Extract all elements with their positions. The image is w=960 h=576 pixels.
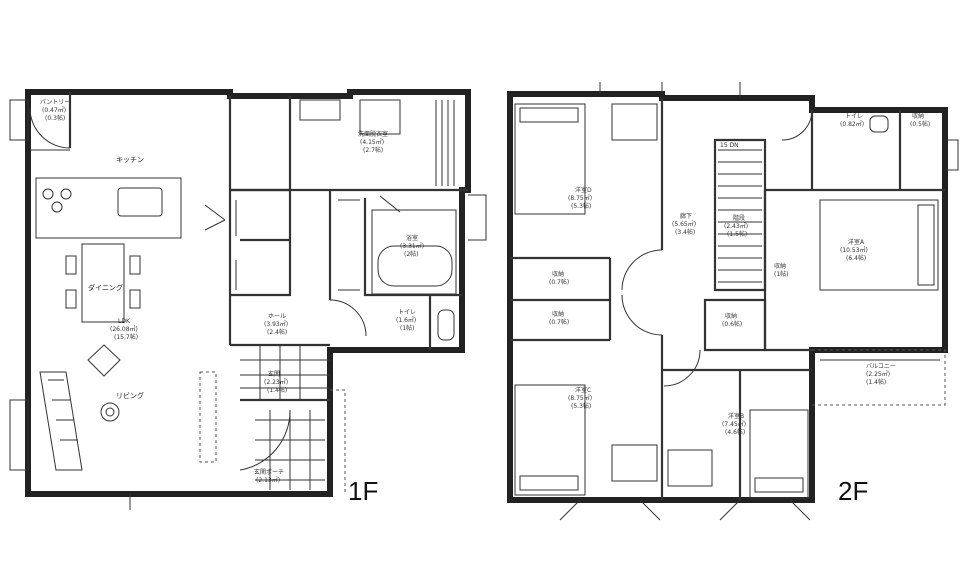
bed [514, 384, 586, 496]
balcony-label: バルコニー [866, 363, 896, 370]
hall-tatami: (2.4帖) [267, 328, 287, 336]
washroom-label: 洗面脱衣室 [358, 130, 388, 138]
first-floor-outer-wall [25, 89, 471, 497]
dining-table [81, 243, 125, 323]
toilet-area: (1.6㎡) [396, 316, 416, 324]
rug [100, 402, 120, 422]
bath-label: 浴室 [406, 234, 418, 242]
entrance-floor [240, 345, 330, 400]
pantry-area: (0.47㎡) [42, 106, 66, 114]
toilet2-area: (0.82㎡) [840, 120, 864, 128]
balcony-outline [812, 349, 946, 406]
balcony-area: (2.25㎡) [866, 370, 890, 378]
entrance-tatami: (1.4帖) [267, 386, 287, 394]
stove-burner [51, 201, 63, 213]
stairs-steps: 15 DN [720, 142, 739, 149]
pantry-tatami: (0.3帖) [45, 114, 65, 122]
entrance-label: 玄関 [268, 370, 280, 378]
closet-d-area: (0.7帖) [549, 278, 569, 286]
western-b-tatami: (4.6帖) [725, 428, 745, 436]
kitchen-label: キッチン [116, 156, 144, 164]
balcony-tatami: (1.4帖) [866, 378, 886, 386]
tv-board [199, 371, 217, 463]
toilet-bowl [437, 309, 455, 341]
coffee-table [87, 344, 121, 377]
interior-wall [230, 188, 292, 297]
stove-burner [60, 188, 72, 200]
porch-area: (2.13㎡) [256, 476, 280, 484]
hall-area: (3.93㎡) [264, 320, 288, 328]
western-c-tatami: (5.3帖) [571, 402, 591, 410]
western-b-label: 洋室B [728, 412, 744, 420]
porch-label: 玄関ポーチ [254, 468, 284, 476]
closet-b-area: (0.6帖) [722, 320, 742, 328]
closet-b-label: 収納 [725, 312, 737, 320]
western-a-label: 洋室A [848, 238, 865, 246]
ldk-area: (26.08㎡) [110, 325, 138, 333]
stairs-label: 階段 [733, 214, 745, 222]
dining-label: ダイニング [88, 283, 123, 292]
bath-tatami: (2帖) [404, 250, 419, 258]
toilet2-label: トイレ [845, 113, 863, 120]
storage-area: (0.5帖) [910, 120, 930, 128]
second-floor-plan: 洋室D (8.75㎡) (5.3帖) 洋室C (8.75㎡) (5.3帖) 洋室… [507, 82, 959, 521]
storage-label: 収納 [912, 112, 924, 120]
corridor-area: (5.65㎡) [672, 220, 696, 228]
bath-area: (3.31㎡) [400, 242, 424, 250]
toilet-label: トイレ [398, 309, 416, 316]
closet-d-label: 収納 [552, 270, 564, 278]
western-d-label: 洋室D [575, 186, 592, 194]
corridor-tatami: (3.4帖) [675, 228, 695, 236]
pantry-label: パントリー [40, 99, 70, 106]
closet-c-label: 収納 [552, 310, 564, 318]
washroom-area: (4.15㎡) [360, 138, 384, 146]
western-b-area: (7.45㎡) [722, 420, 746, 428]
interior-wall [763, 190, 812, 352]
western-a-tatami: (6.4帖) [846, 254, 866, 262]
ldk-tatami: (15.7帖) [114, 333, 138, 341]
western-d-area: (8.75㎡) [568, 194, 592, 202]
interior-wall [703, 298, 767, 352]
ldk-label: LDK [118, 318, 131, 325]
bathtub [377, 245, 453, 287]
washroom-tatami: (2.7帖) [363, 146, 383, 154]
closet-a-label: 収納 [774, 262, 786, 270]
first-floor-label: 1F [348, 476, 378, 506]
hall-label: ホール [268, 313, 286, 320]
second-floor-outer-wall [507, 91, 948, 503]
stove-burner [42, 188, 54, 200]
first-floor-plan: パントリー (0.47㎡) (0.3帖) キッチン ダイニング LDK (26.… [9, 89, 487, 510]
western-c-area: (8.75㎡) [568, 394, 592, 402]
toilet-tatami: (1帖) [400, 324, 415, 332]
sink [117, 187, 163, 217]
porch-grid [255, 410, 325, 490]
western-c-label: 洋室C [575, 386, 591, 394]
bed [749, 409, 809, 499]
closet-c-area: (0.7帖) [549, 318, 569, 326]
western-a-area: (10.53㎡) [840, 246, 868, 254]
entrance-area: (2.23㎡) [264, 378, 288, 386]
second-floor-label: 2F [838, 476, 868, 506]
desk [667, 449, 713, 487]
window [9, 399, 29, 471]
sofa [39, 371, 83, 471]
bed [514, 103, 586, 215]
living-label: リビング [116, 391, 144, 400]
staircase [718, 149, 762, 283]
bed [819, 199, 939, 291]
western-d-tatami: (5.3帖) [571, 202, 591, 210]
window [9, 99, 29, 141]
washing-machine [359, 99, 401, 135]
corridor-label: 廊下 [680, 212, 692, 220]
stairs-area: (2.43㎡) [724, 222, 748, 230]
desk [611, 444, 658, 482]
closet-a-area: (1帖) [774, 270, 789, 278]
closet-shelves [235, 199, 360, 291]
wash-basin [299, 99, 341, 121]
stairs-tatami: (1.5帖) [727, 230, 747, 238]
toilet-bowl [869, 115, 889, 133]
kitchen-island [35, 177, 182, 239]
desk [611, 103, 658, 141]
